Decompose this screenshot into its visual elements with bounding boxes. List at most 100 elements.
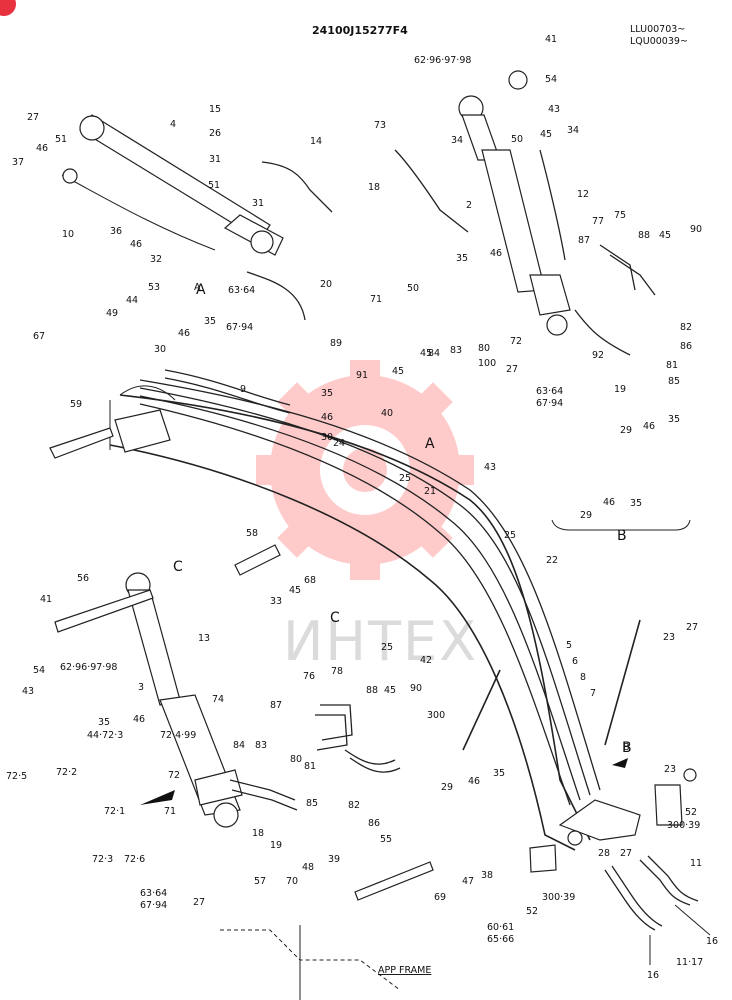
part-label: 34 [567, 125, 579, 136]
part-label: 81 [666, 360, 678, 371]
part-label: 31 [252, 198, 264, 209]
arrow-icon [612, 758, 628, 768]
pointer-line [462, 669, 501, 751]
part-label: 89 [330, 338, 342, 349]
part-label: 46 [36, 143, 48, 154]
part-label: 29 [580, 510, 592, 521]
part-label: 43 [548, 104, 560, 115]
part-label: 69 [434, 892, 446, 903]
part-label: 62·96·97·98 [60, 662, 117, 673]
part-label: 34 [451, 135, 463, 146]
part-label: 82 [348, 800, 360, 811]
part-label: 35 [456, 253, 468, 264]
part-label: 60·61 [487, 922, 514, 933]
part-label: 72 [510, 336, 522, 347]
part-label: 63·64 [536, 386, 563, 397]
part-label: 70 [286, 876, 298, 887]
part-label: 71 [370, 294, 382, 305]
part-label: 3 [138, 682, 144, 693]
section-letter: B [622, 740, 632, 756]
part-label: 11 [690, 858, 702, 869]
part-label: 80 [290, 754, 302, 765]
part-label: 300·39 [667, 820, 700, 831]
part-label: 74 [212, 694, 224, 705]
part-label: 59 [70, 399, 82, 410]
part-label: 45 [420, 348, 432, 359]
part-label: 67·94 [226, 322, 253, 333]
part-label: 25 [399, 473, 411, 484]
part-label: 68 [304, 575, 316, 586]
part-label: 46 [490, 248, 502, 259]
part-label: 57 [254, 876, 266, 887]
part-label: 5 [566, 640, 572, 651]
part-label: 90 [690, 224, 702, 235]
part-label: 10 [62, 229, 74, 240]
part-label: 19 [270, 840, 282, 851]
part-label: 16 [706, 936, 718, 947]
part-label: 65·66 [487, 934, 514, 945]
part-label: 71 [164, 806, 176, 817]
part-label: 46 [603, 497, 615, 508]
part-label: 44 [126, 295, 138, 306]
part-label: 53 [148, 282, 160, 293]
section-letter: B [617, 528, 627, 544]
watermark-text: ИНТЕХ [283, 610, 478, 673]
part-label: 11·17 [676, 957, 703, 968]
part-label: 67·94 [536, 398, 563, 409]
part-label: 56 [77, 573, 89, 584]
part-label: 16 [647, 970, 659, 981]
part-label: 87 [270, 700, 282, 711]
part-label: 35 [204, 316, 216, 327]
part-label: 45 [659, 230, 671, 241]
part-label: 42 [420, 655, 432, 666]
part-label: 45 [392, 366, 404, 377]
part-label: 26 [209, 128, 221, 139]
part-label: 43 [484, 462, 496, 473]
part-label: 300 [427, 710, 445, 721]
part-label: 82 [680, 322, 692, 333]
part-label: 29 [620, 425, 632, 436]
part-label: 51 [55, 134, 67, 145]
part-label: 21 [424, 486, 436, 497]
part-label: 24 [333, 438, 345, 449]
part-label: 35 [630, 498, 642, 509]
part-label: 72·5 [6, 771, 27, 782]
part-label: 45 [540, 129, 552, 140]
part-label: 36 [110, 226, 122, 237]
part-label: 44·72·3 [87, 730, 123, 741]
part-label: 46 [643, 421, 655, 432]
pointer-line [604, 619, 641, 746]
section-b-bracket [551, 519, 691, 531]
part-label: 47 [462, 876, 474, 887]
part-label: 72·4·99 [160, 730, 196, 741]
section-letter: C [173, 559, 183, 575]
part-label: 37 [12, 157, 24, 168]
part-label: 35 [321, 388, 333, 399]
small-hoses [246, 149, 656, 356]
part-label: 27 [686, 622, 698, 633]
part-label: 9 [240, 384, 246, 395]
part-label: 23 [664, 764, 676, 775]
part-label: 50 [511, 134, 523, 145]
part-label: 46 [133, 714, 145, 725]
part-label: 72·3 [92, 854, 113, 865]
middle-hoses [229, 704, 401, 811]
part-label: 33 [270, 596, 282, 607]
part-label: 25 [504, 530, 516, 541]
part-label: 25 [381, 642, 393, 653]
part-label: 67·94 [140, 900, 167, 911]
part-label: 35 [668, 414, 680, 425]
part-label: 35 [493, 768, 505, 779]
part-label: 31 [209, 154, 221, 165]
part-label: 63·64 [228, 285, 255, 296]
part-label: 54 [545, 74, 557, 85]
serial-range-2: LQU00039~ [630, 36, 688, 47]
part-label: 83 [255, 740, 267, 751]
serial-range-1: LLU00703~ [630, 24, 685, 35]
part-label: 28 [598, 848, 610, 859]
part-label: 7 [590, 688, 596, 699]
part-label: A [194, 282, 201, 293]
arm-cylinder [61, 114, 284, 256]
part-label: 45 [289, 585, 301, 596]
